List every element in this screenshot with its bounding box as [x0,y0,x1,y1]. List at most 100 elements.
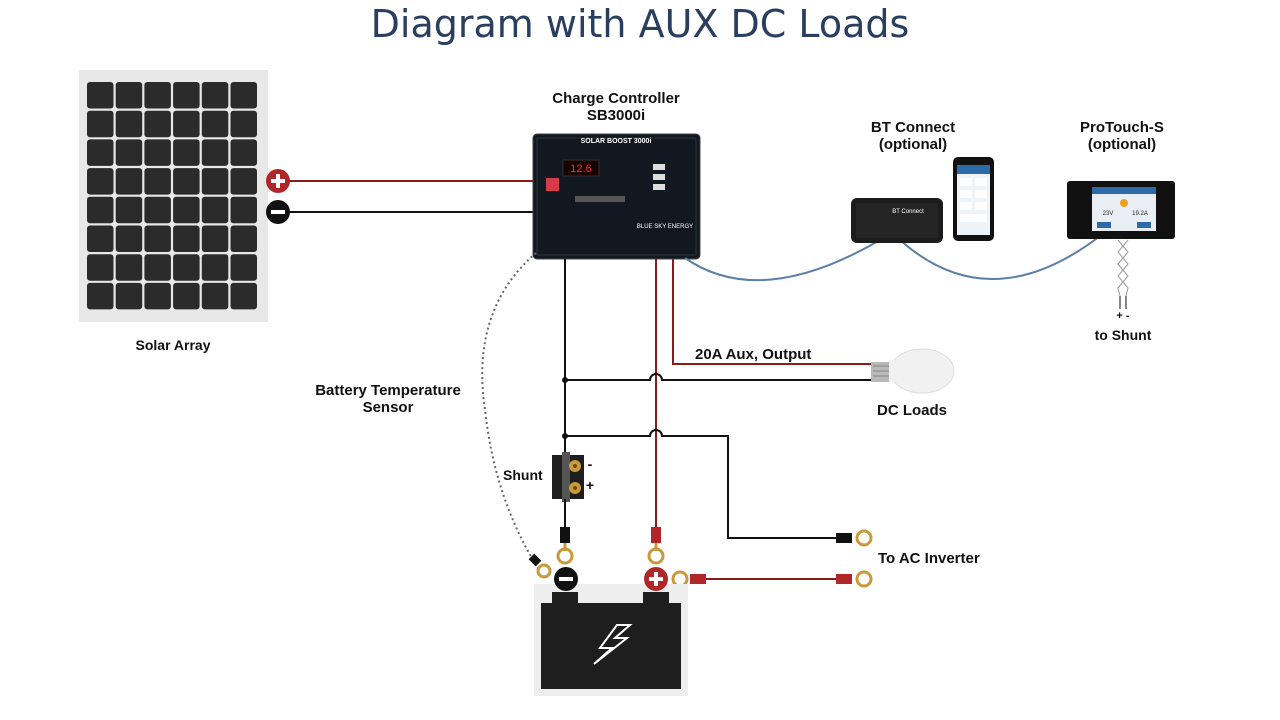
solar-cell [115,139,143,166]
solar-cell [144,82,171,109]
aux-output-label: 20A Aux, Output [695,346,812,363]
battery-inverter-positive-lug [671,570,706,588]
protouch-reading-voltage: 23V [1103,211,1114,217]
battery-device [534,584,688,696]
solar-cell [230,139,257,166]
solar-cell [230,168,257,195]
bt-device-label: BT Connect [892,209,924,215]
solar-cell [144,254,171,281]
solar-array [79,70,268,322]
bt-connect-label-line2: (optional) [878,136,948,153]
shunt-label: Shunt [503,467,543,483]
solar-cell [144,139,171,166]
solar-cell [201,168,229,195]
plus-circle-icon [266,169,290,193]
solar-cell [201,110,229,138]
solar-cell [144,110,171,138]
shunt-plus-label: + [585,477,595,493]
inverter-negative-wire [565,429,838,539]
solar-cell [144,196,171,224]
solar-cell [173,254,200,281]
solar-cell [201,196,229,224]
solar-cell [201,254,229,281]
battery-negative-connector [556,527,574,565]
solar-cell [87,254,114,281]
minus-circle-icon [554,567,578,591]
shunt-minus-label: - [587,456,593,472]
phone-app-icon [953,157,994,241]
controller-brand-text: SOLAR BOOST 3000i [581,138,652,145]
protouch-polarity-label: + - [1116,310,1130,322]
protouch-reading-current: 19.2A [1132,211,1148,217]
aux-output-wire [672,259,875,365]
solar-cell [115,225,143,252]
solar-cell [230,225,257,252]
solar-cell [230,196,257,224]
solar-cell [144,168,171,195]
protouch-label-line2: (optional) [1087,136,1157,153]
solar-cell [115,282,143,310]
solar-cell [87,82,114,109]
minus-circle-icon [266,200,290,224]
solar-cell [115,196,143,224]
solar-cell [230,254,257,281]
protouch-label: ProTouch-S (optional) [1062,119,1182,153]
charge-controller-device: SOLAR BOOST 3000i 12.6 BLUE SKY ENERGY [532,133,701,260]
controller-maker-text: BLUE SKY ENERGY [637,224,693,230]
solar-cell [87,139,114,166]
bt-connect-label-line1: BT Connect [870,119,956,136]
solar-cell [173,82,200,109]
lightning-icon [593,624,633,665]
junction-dot [562,433,568,439]
solar-cell [201,282,229,310]
battery-positive-connector [647,527,665,565]
solar-cell [87,225,114,252]
solar-cell [173,225,200,252]
temp-sensor-ring-terminal [528,553,552,579]
solar-cell [230,82,257,109]
solar-cell [115,110,143,138]
lightbulb-icon [871,348,955,394]
controller-select-button [546,178,559,191]
protouch-label-line1: ProTouch-S [1080,119,1164,136]
junction-dot [562,377,568,383]
protouch-device: 23V 19.2A [1067,181,1175,239]
solar-cell [87,282,114,310]
solar-cell [87,110,114,138]
solar-cell [173,282,200,310]
diagram-title: Diagram with AUX DC Loads [370,2,910,46]
dc-loads-label: DC Loads [876,402,947,419]
solar-cell [87,168,114,195]
solar-cell [173,139,200,166]
solar-cell [115,82,143,109]
inverter-negative-terminal [836,529,873,547]
battery-temp-sensor-wire [481,252,539,569]
solar-cells [87,82,257,310]
bt-connect-label: BT Connect (optional) [853,119,973,153]
solar-cell [201,139,229,166]
solar-cell [115,254,143,281]
solar-cell [173,196,200,224]
to-shunt-label: to Shunt [1094,327,1152,343]
bt-connect-device: BT Connect [851,198,943,243]
solar-cell [201,225,229,252]
battery-temp-sensor-label: Battery Temperature Sensor [298,382,478,416]
solar-cell [144,282,171,310]
solar-cell [173,110,200,138]
to-ac-inverter-label: To AC Inverter [878,550,980,567]
solar-cell [173,168,200,195]
charge-controller-label-line1: Charge Controller [552,90,680,107]
solar-cell [201,82,229,109]
bt-data-cable [684,239,881,282]
inverter-positive-terminal [836,570,873,588]
dc-loads-negative-wire [565,373,875,381]
shunt-device [552,452,584,502]
solar-array-label: Solar Array [135,337,211,353]
plus-circle-icon [644,567,668,591]
solar-cell [230,282,257,310]
protouch-data-cable [899,235,1101,280]
solar-cell [115,168,143,195]
battery-temp-label-line2: Sensor [362,399,414,416]
